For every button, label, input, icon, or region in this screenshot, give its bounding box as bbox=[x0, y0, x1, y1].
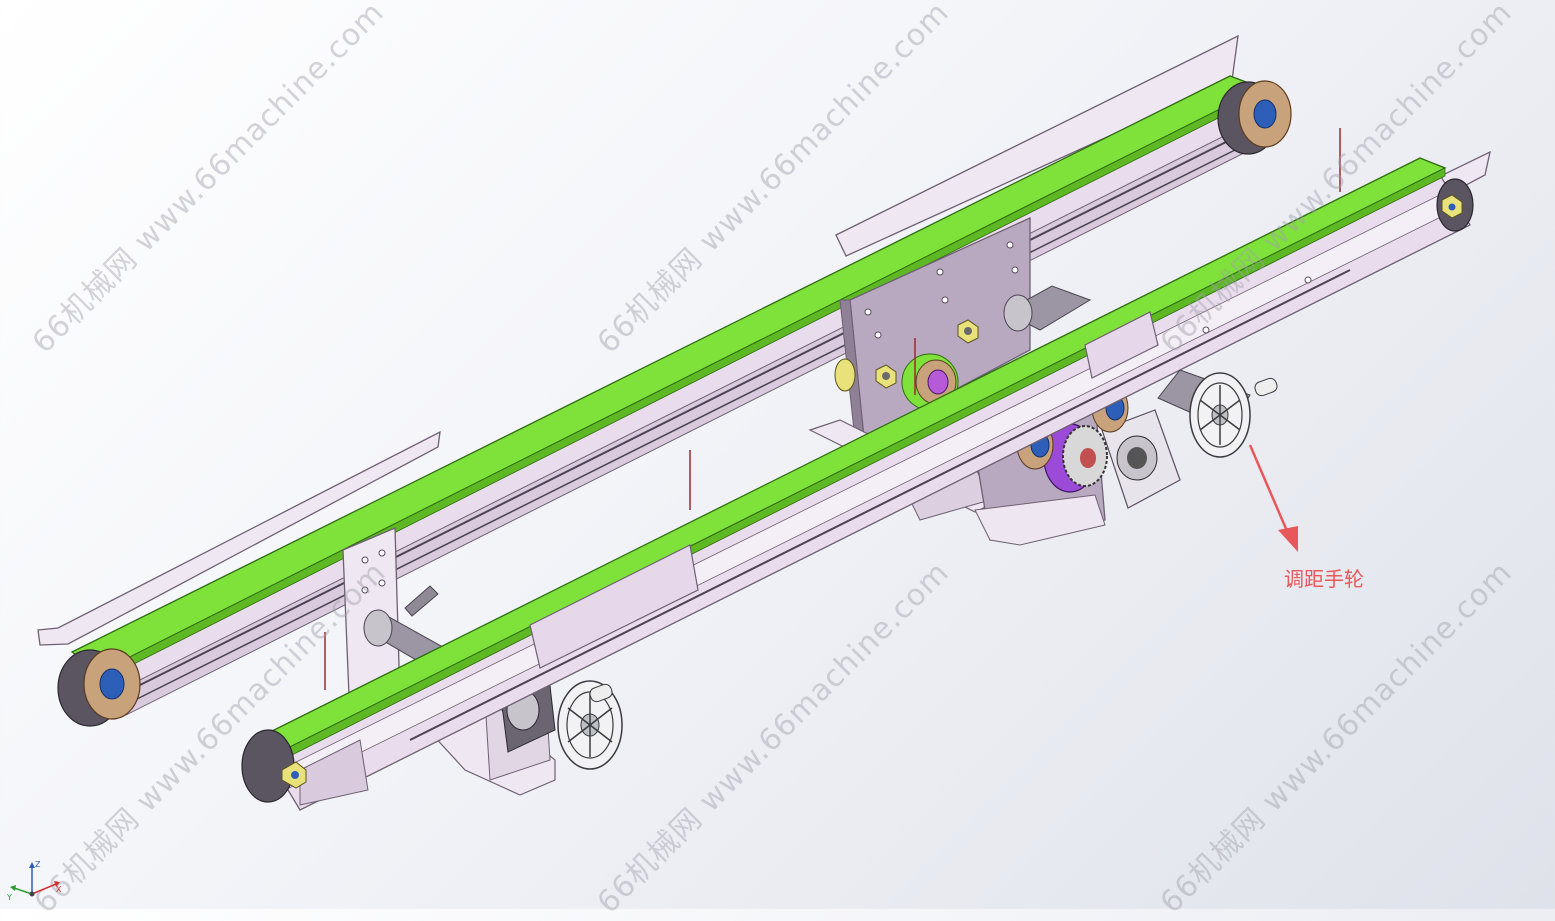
front-slide-plate bbox=[529, 311, 1159, 669]
axis-y-label: Y bbox=[6, 893, 12, 902]
sensor-rods bbox=[324, 128, 1341, 690]
axis-x-label: X bbox=[56, 885, 62, 894]
spacing-shaft-rear bbox=[1003, 285, 1092, 332]
axis-z-label: Z bbox=[35, 860, 41, 869]
front-end-roller-right bbox=[1436, 178, 1474, 232]
axis-triad: Z X Y bbox=[6, 860, 62, 902]
handwheel-callout-label: 调距手轮 bbox=[1284, 567, 1364, 591]
front-end-roller-left bbox=[241, 729, 307, 803]
bearing-block-right bbox=[1101, 409, 1181, 509]
hex-nut bbox=[875, 319, 979, 389]
back-end-roller-left bbox=[57, 648, 141, 727]
back-end-roller-right bbox=[1217, 80, 1292, 155]
spacing-handwheel-left[interactable] bbox=[557, 680, 623, 770]
spacing-handwheel-right[interactable] bbox=[1157, 369, 1279, 458]
back-side-guide bbox=[37, 34, 1239, 646]
timing-gear bbox=[1043, 423, 1108, 493]
callout-arrow bbox=[1248, 444, 1298, 552]
